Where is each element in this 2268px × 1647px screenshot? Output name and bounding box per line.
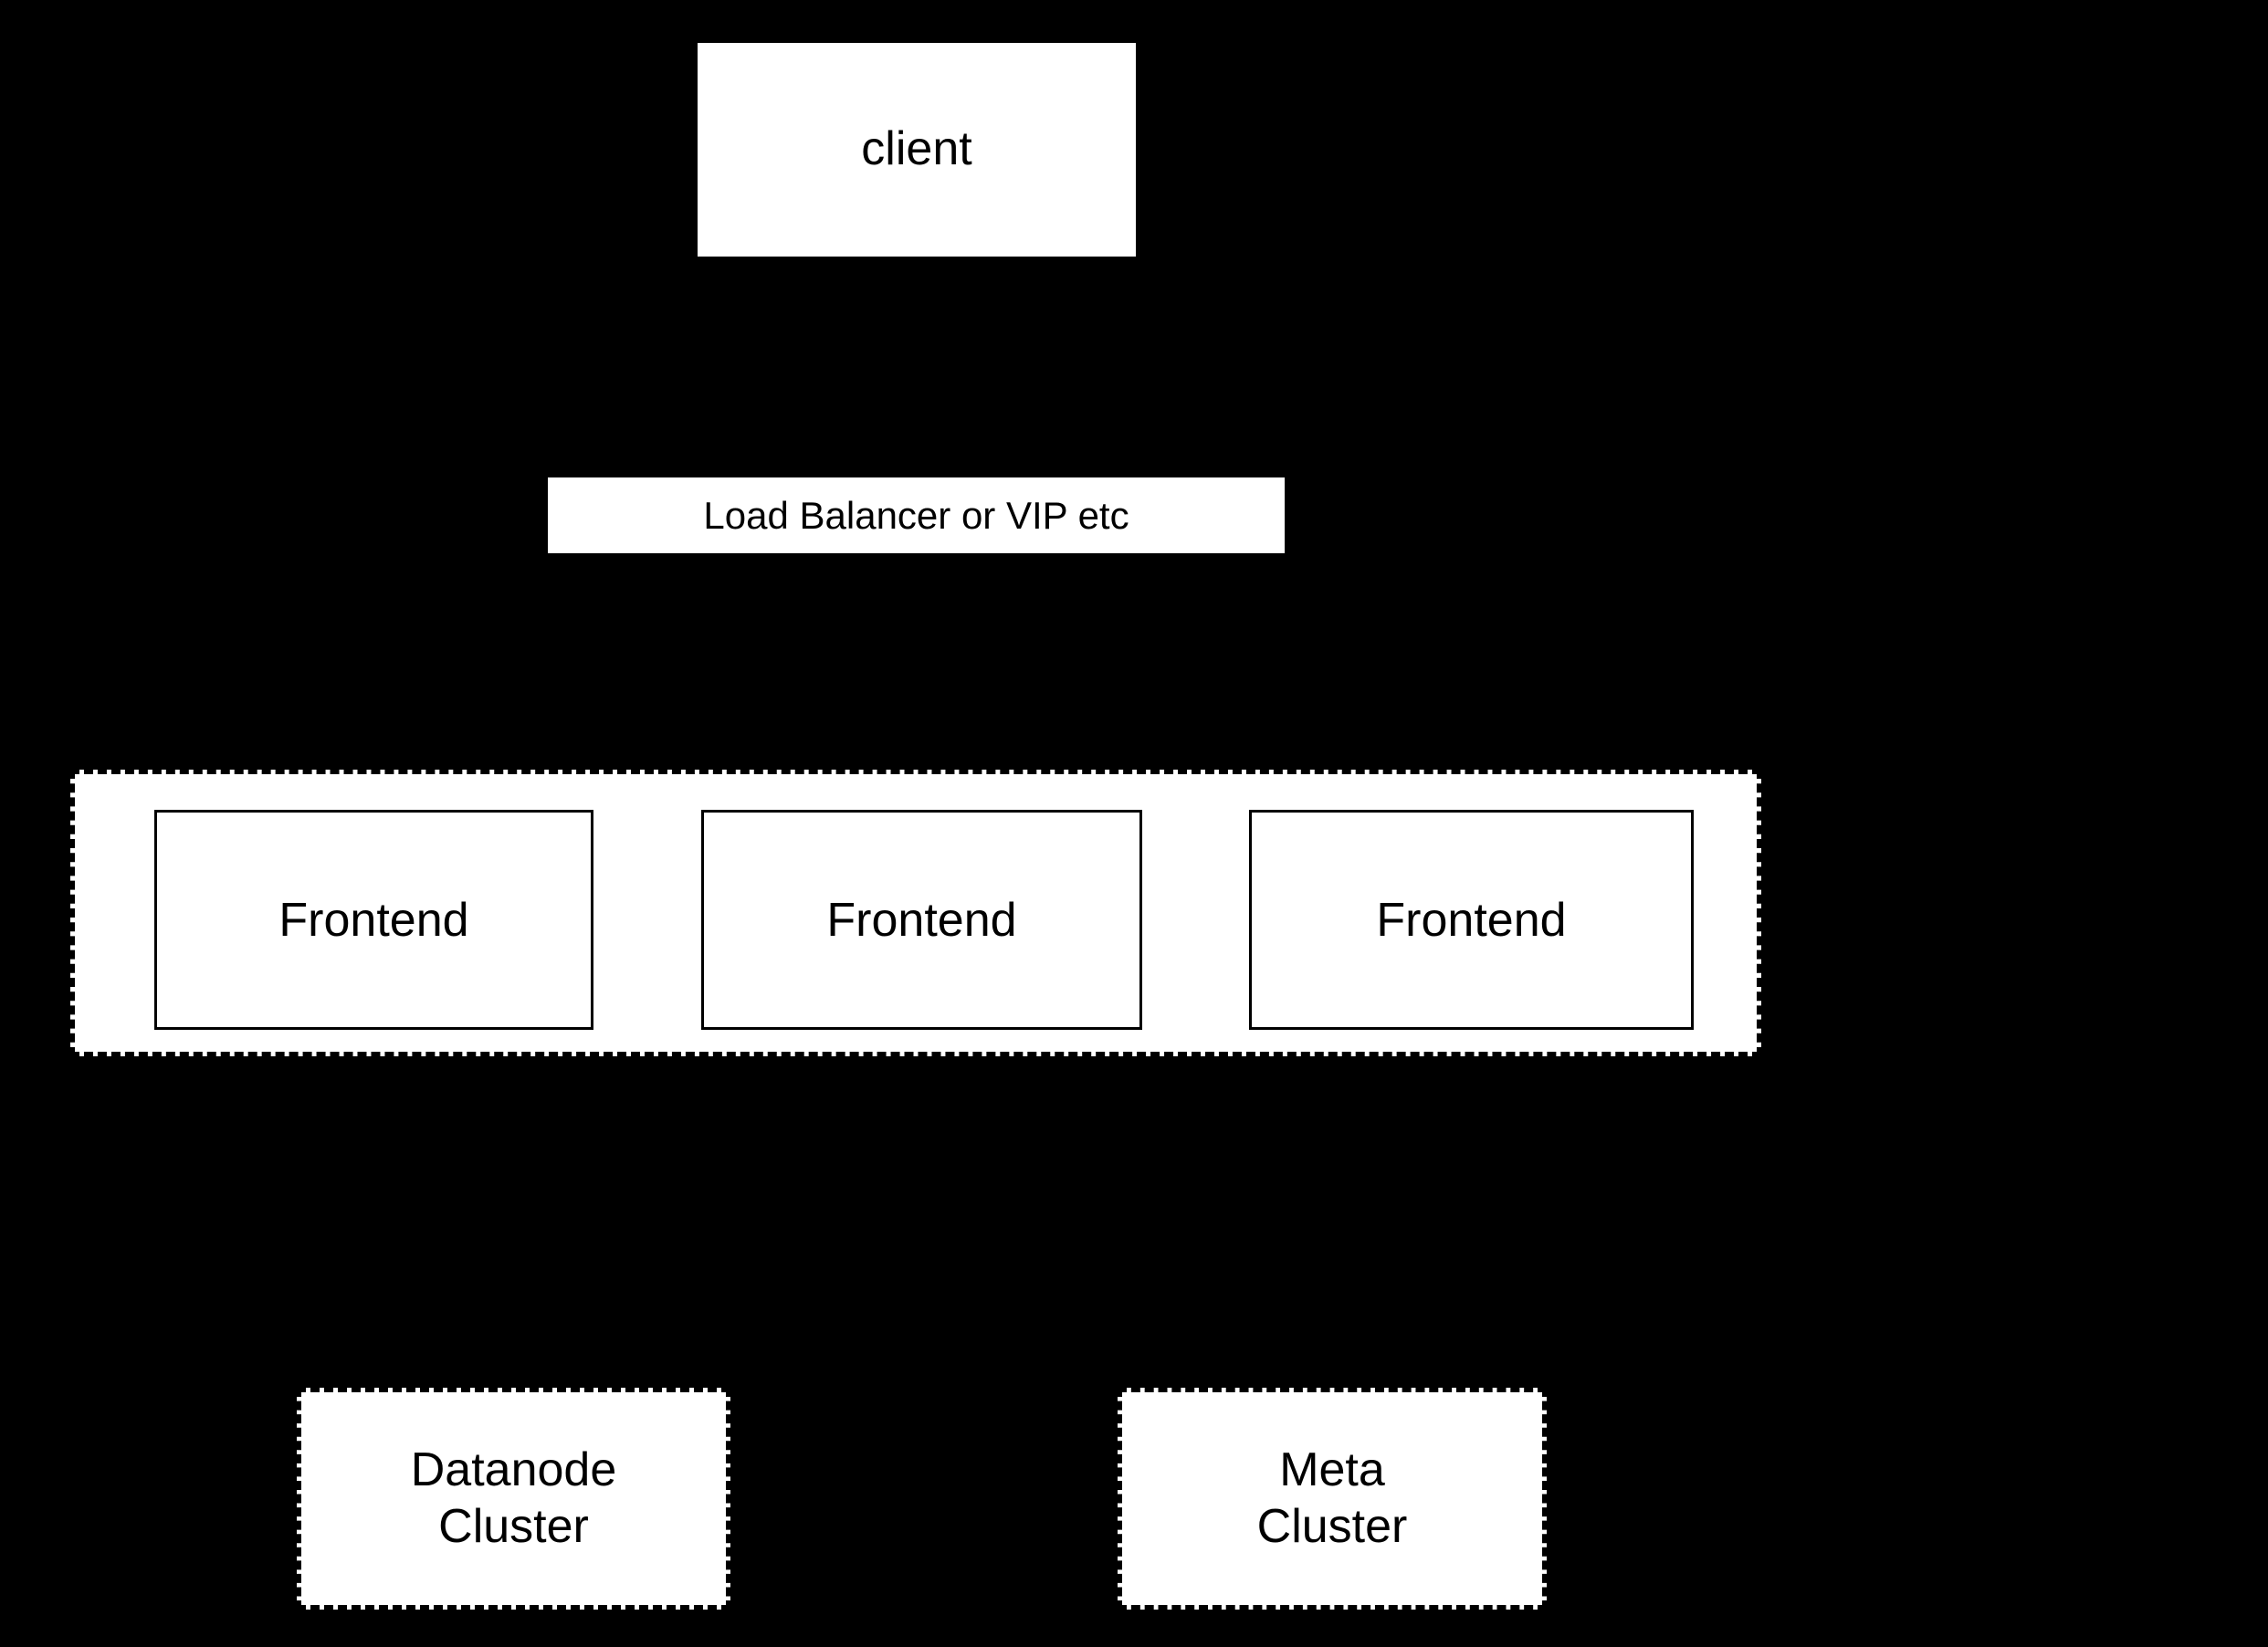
load-balancer-node[interactable]: Load Balancer or VIP etc	[548, 477, 1285, 553]
frontend-node-2[interactable]: Frontend	[701, 810, 1142, 1030]
frontend-cluster-group[interactable]: Frontend Frontend Frontend	[70, 770, 1761, 1056]
frontend-node-1-label: Frontend	[278, 893, 469, 947]
frontend-node-3[interactable]: Frontend	[1249, 810, 1694, 1030]
datanode-cluster-node[interactable]: Datanode Cluster	[297, 1388, 730, 1610]
client-node-label: client	[861, 122, 972, 176]
datanode-cluster-node-label: Datanode Cluster	[410, 1443, 617, 1553]
load-balancer-node-label: Load Balancer or VIP etc	[703, 493, 1129, 537]
frontend-node-2-label: Frontend	[826, 893, 1017, 947]
frontend-node-1[interactable]: Frontend	[154, 810, 593, 1030]
frontend-node-3-label: Frontend	[1376, 893, 1567, 947]
client-node[interactable]: client	[698, 43, 1136, 257]
meta-cluster-node[interactable]: Meta Cluster	[1118, 1388, 1547, 1610]
meta-cluster-node-label: Meta Cluster	[1256, 1443, 1408, 1553]
